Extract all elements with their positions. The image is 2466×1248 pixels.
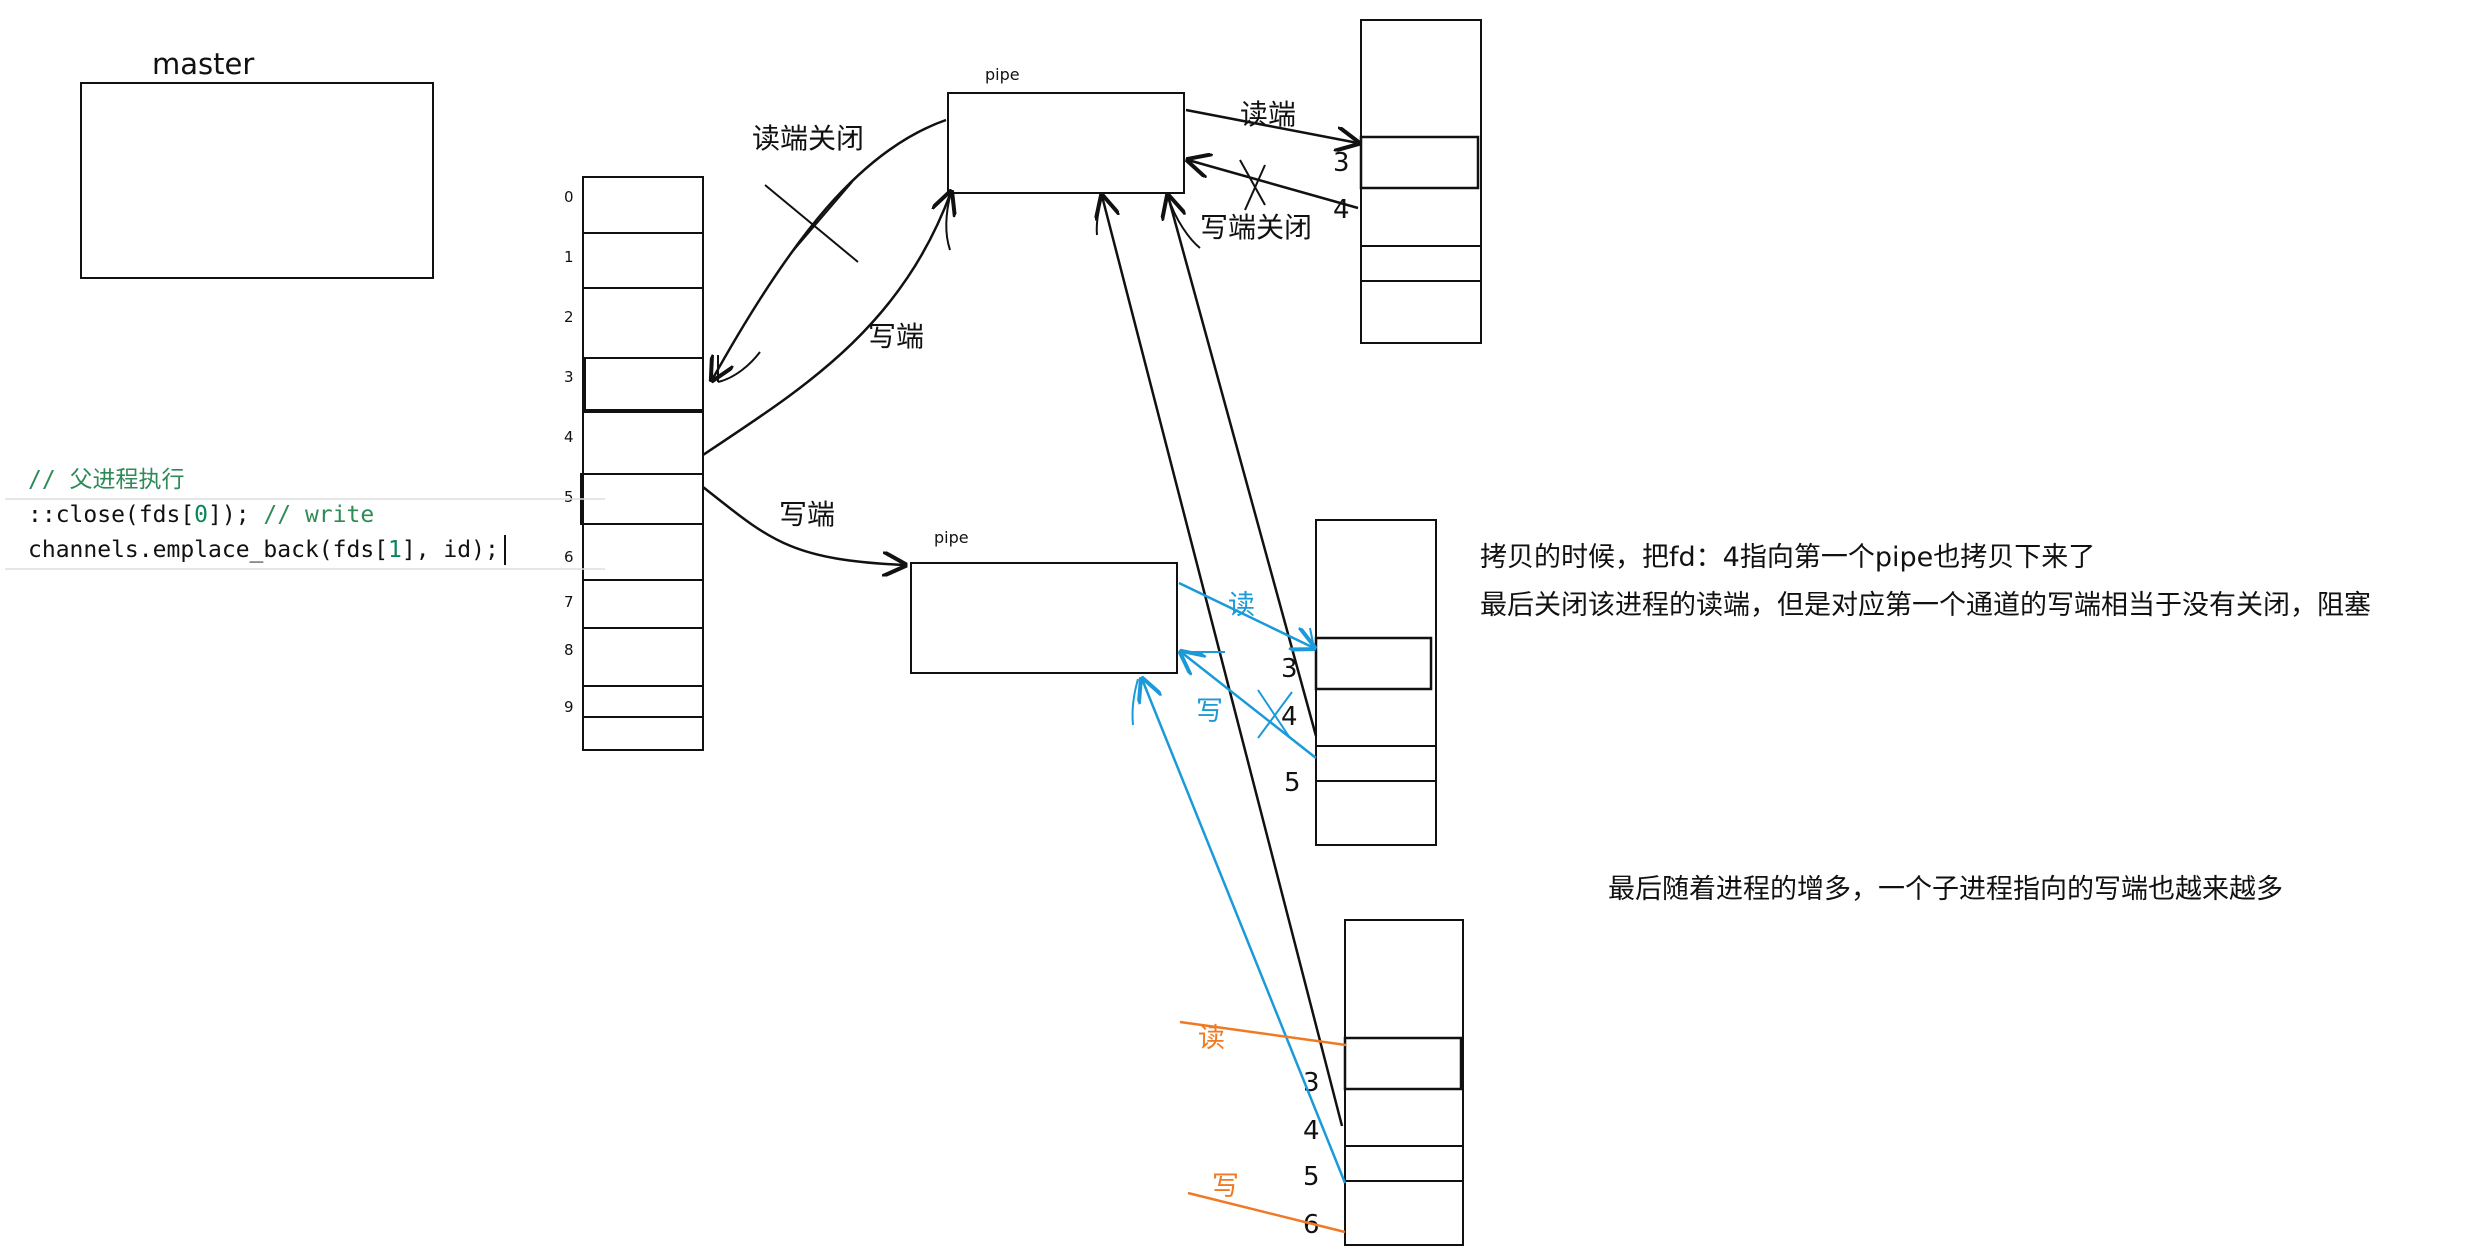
label-read-closed: 读端关闭 [752,122,864,155]
fd-number: 5 [1303,1162,1320,1192]
fd-index: 1 [564,248,574,266]
note-more-write: 最后随着进程的增多，一个子进程指向的写端也越来越多 [1608,874,2283,905]
child2-slot-3 [1314,636,1433,691]
fd-index: 2 [564,308,574,326]
arrow-read-closed [712,118,947,380]
child2-slot-5 [1315,745,1437,782]
master-box [80,82,434,279]
child3-fd-table: 3 4 5 6 [1303,919,1464,1246]
hook-mark [1131,678,1139,726]
label-write-end-1: 写端 [868,320,924,353]
label-c2-write: 写 [1196,696,1223,727]
hook-mark [717,351,761,383]
pipe2-label: pipe [934,528,969,547]
fd-index: 7 [564,593,574,611]
fd-number: 4 [1281,702,1298,732]
fd-index: 5 [564,488,574,506]
child3-slot-5 [1344,1145,1464,1182]
note-copy-fd4: 拷贝的时候，把fd：4指向第一个pipe也拷贝下来了 [1480,542,2095,573]
fd-index: 8 [564,641,574,659]
arrow-child2-fd4-pipe1 [1168,196,1318,737]
arrow-read-end [1185,108,1358,143]
label-c3-read: 读 [1198,1023,1225,1054]
fd-index: 9 [564,698,574,716]
child2-fd-table: 3 4 5 [1281,519,1437,846]
child1-slot-4 [1360,245,1482,282]
fd-number: 4 [1333,195,1350,225]
cross-mark [1257,689,1293,739]
fd-number: 3 [1281,654,1298,684]
orange-read-line [1179,1020,1347,1047]
master-label: master [152,47,254,81]
fd-table-frame [582,176,704,751]
hook-mark [1309,627,1315,649]
fd-number: 6 [1303,1210,1320,1240]
arrow-write-end-2 [702,486,905,565]
label-read-end-top: 读端 [1240,98,1296,131]
code-emplace-line: channels.emplace_back(fds[1], id); [28,537,499,563]
label-write-end-2: 写端 [779,498,835,531]
arrow-write-end-1 [702,192,951,457]
child1-fd-table: 3 4 [1333,19,1482,344]
fd-slot-3 [584,357,704,413]
note-close-read: 最后关闭该进程的读端，但是对应第一个通道的写端相当于没有关闭，阻塞 [1480,590,2371,621]
orange-write-line [1187,1191,1346,1234]
label-c2-read: 读 [1228,590,1255,621]
fd-table: 0 1 2 3 4 5 6 7 8 9 [564,176,704,751]
fd-index: 4 [564,428,574,446]
fd-number: 3 [1333,148,1350,178]
hook-mark [1167,195,1201,249]
arrow-blue-write [1181,652,1317,759]
arrow-write-closed [1188,160,1359,210]
pipe2-box [910,562,1178,674]
fd-number: 4 [1303,1116,1320,1146]
cross-mark [764,181,859,263]
label-write-closed: 写端关闭 [1200,211,1312,244]
fd-index: 6 [564,548,574,566]
code-close-line: ::close(fds[0]); // write [28,502,374,528]
arrow-blue-read [1178,581,1314,648]
hook-mark [945,191,952,251]
child3-slot-3 [1343,1036,1463,1091]
arrow-child3-fd5-pipe2 [1142,679,1347,1184]
code-comment: // 父进程执行 [28,467,185,493]
child1-slot-3 [1359,135,1480,190]
fd-number: 5 [1284,768,1301,798]
hook-mark [1095,195,1103,236]
pipe1-label: pipe [985,65,1020,84]
label-c3-write: 写 [1212,1171,1239,1202]
fd-index: 0 [564,188,574,206]
pipe1-box [947,92,1185,194]
cross-mark [1239,159,1266,211]
fd-index: 3 [564,368,574,386]
arrow-child3-fd4-pipe1 [1102,196,1344,1127]
code-snippet: // 父进程执行 ::close(fds[0]); // write chann… [5,467,605,570]
